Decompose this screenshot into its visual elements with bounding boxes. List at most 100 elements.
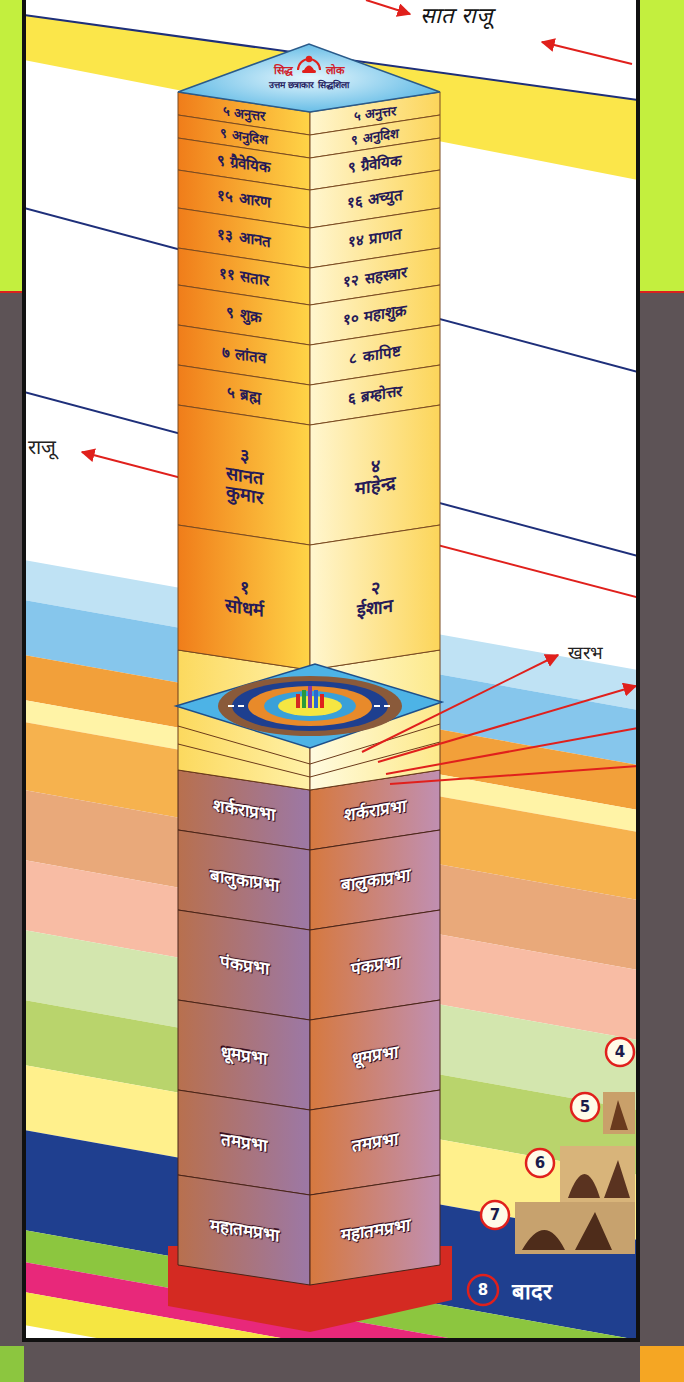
meru-bar: [314, 690, 318, 708]
hell-picture: [522, 1212, 612, 1250]
heaven-band: ९ ग्रैवेयिक: [317, 141, 433, 188]
dvip-mark: [228, 705, 246, 707]
band-label: १० महाशुक्र: [343, 302, 407, 328]
panel-ground: [24, 0, 638, 1340]
heaven-face: [178, 525, 310, 670]
hell-band: महातमप्रभा: [185, 1178, 303, 1282]
hell-band: शर्कराप्रभा: [185, 773, 303, 847]
heaven-band: ७ लांतव: [185, 328, 303, 383]
heaven-band: १ सोधर्म: [185, 528, 303, 668]
heaven-band: ९ अनुदिश: [185, 118, 303, 156]
dimension-arrow: [366, 0, 410, 14]
band-label: शर्कराप्रभा: [344, 796, 406, 824]
callout-label: खरभ: [568, 641, 603, 664]
band-label: ३ सानत कुमार: [226, 442, 263, 507]
meru-bar: [308, 686, 312, 708]
margin-strip: [638, 0, 684, 292]
madhya-lok: [176, 664, 442, 748]
band-label: महातमप्रभा: [210, 1215, 279, 1244]
band-label: १ सोधर्म: [225, 575, 264, 620]
callout-number: 7: [490, 1208, 500, 1223]
siddha-face: [178, 44, 440, 112]
hell-band: धूमप्रभा: [185, 1003, 303, 1107]
hell-picture: [610, 1100, 628, 1130]
hell-picture: [560, 1146, 635, 1202]
band-label: ७ लांतव: [222, 343, 266, 366]
band-label: १३ आनत: [217, 226, 270, 251]
siddha-lok-face: सिद्ध लोक उत्तम छत्राकार सिद्धशिला: [219, 59, 399, 97]
meru-bar: [320, 694, 324, 708]
margin-strip: [0, 1346, 24, 1382]
callout-circle: [606, 1038, 634, 1066]
heaven-band: ९ शुक्र: [185, 288, 303, 343]
heaven-band: १२ सहस्त्रार: [317, 251, 433, 303]
hell-band: पंकप्रभा: [317, 913, 433, 1017]
hell-picture: [515, 1202, 635, 1254]
siddha-figure: [306, 56, 312, 62]
band-label: ९ अनुदिश: [220, 126, 268, 147]
band-label: १४ प्राणत: [348, 226, 402, 251]
dimension-arrow: [542, 42, 632, 64]
heaven-band: ९ ग्रैवेयिक: [185, 141, 303, 188]
callout-line: [390, 766, 638, 784]
hell-band: बालुकाप्रभा: [317, 833, 433, 927]
band-label: धूमप्रभा: [352, 1042, 398, 1068]
callout-line: [386, 728, 638, 774]
heaven-face: [310, 525, 440, 670]
heaven-band: १५ आरण: [185, 173, 303, 226]
callout-circle: [481, 1201, 509, 1229]
hell-band: बालुकाप्रभा: [185, 833, 303, 927]
band-label: पंकप्रभा: [351, 952, 400, 978]
callout-circles: [468, 1038, 634, 1305]
band-label: ९ ग्रैवेयिक: [348, 152, 402, 177]
dimension-label: राजू: [28, 434, 56, 460]
hell-band: पंकप्रभा: [185, 913, 303, 1017]
band-label: शर्कराप्रभा: [213, 796, 275, 824]
heaven-band: ११ सतार: [185, 251, 303, 303]
callout-arrows: [362, 655, 638, 784]
band-label: १६ अच्युत: [347, 186, 403, 211]
band-label: ४ माहेन्द्र: [355, 452, 396, 498]
band-label: ८ कापिष्ट: [349, 343, 400, 367]
band-label: १२ सहस्त्रार: [343, 263, 406, 289]
band-label: उत्तम छत्राकार सिद्धशिला: [269, 81, 348, 91]
band-label: महातमप्रभा: [341, 1215, 410, 1244]
hell-band: तमप्रभा: [185, 1093, 303, 1192]
world-bands: [24, 15, 638, 1340]
band-label: ९ शुक्र: [226, 304, 261, 326]
region-label: बादर: [512, 1278, 552, 1307]
hell-faces: [178, 770, 440, 1285]
hell-band: धूमप्रभा: [317, 1003, 433, 1107]
callout-circle: [468, 1275, 498, 1305]
heaven-band: २ ईशान: [317, 528, 433, 668]
band-label: ९ अनुदिश: [351, 126, 399, 148]
callout-arrow: [378, 686, 636, 762]
band-label: ६ ब्रम्होत्तर: [348, 383, 402, 408]
heaven-band: ५ ब्रह्म: [185, 368, 303, 423]
heaven-band: ५ अनुत्तर: [317, 95, 433, 133]
band-label: ११ सतार: [219, 264, 269, 288]
panel-frame: [24, 0, 638, 1340]
band-label: ९ ग्रैवेयिक: [217, 152, 271, 177]
heaven-band: ६ ब्रम्होत्तर: [317, 368, 433, 423]
hell-face: [310, 1175, 440, 1285]
band-label: बालुकाप्रभा: [210, 865, 279, 894]
callout-number: 6: [535, 1156, 545, 1171]
ocean-ring: [218, 676, 402, 736]
heaven-band: १३ आनत: [185, 211, 303, 266]
island-ring: [248, 686, 372, 726]
heaven-band: ५ अनुत्तर: [185, 95, 303, 133]
margin-strip: [640, 1346, 684, 1382]
dvip-mark: [374, 705, 392, 707]
meru-bar: [296, 694, 300, 708]
band-label: सिद्ध लोक: [274, 65, 345, 77]
dimension-label: सात राजू: [420, 2, 492, 31]
band-label: तमप्रभा: [221, 1130, 267, 1156]
island-ring: [232, 681, 388, 731]
layer-line: [310, 742, 440, 777]
meru-bar: [302, 690, 306, 708]
callout-number: 8: [478, 1283, 488, 1298]
callout-circle: [571, 1093, 599, 1121]
heaven-band: ८ कापिष्ट: [317, 328, 433, 383]
heaven-band: १६ अच्युत: [317, 173, 433, 226]
